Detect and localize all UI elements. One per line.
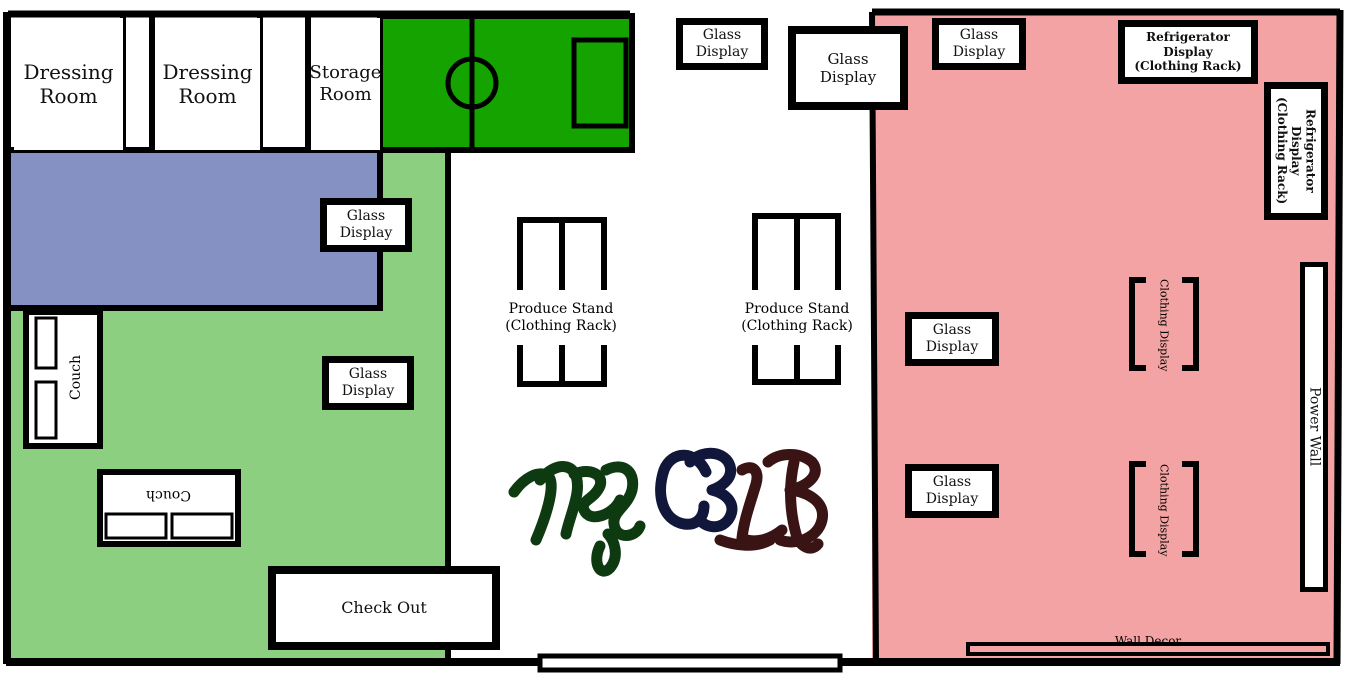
wall-decor-label: Wall Decor bbox=[1114, 633, 1182, 648]
produce-stand-right-shape bbox=[752, 213, 841, 385]
refrigerator-display-top-label: Refrigerator Display (Clothing Rack) bbox=[1134, 30, 1242, 74]
clothing-display-2: Clothing Display bbox=[1148, 463, 1180, 557]
wall-decor: Wall Decor bbox=[1088, 632, 1208, 650]
logo-letters-brown bbox=[714, 449, 828, 554]
storage-room: Storage Room bbox=[309, 18, 382, 150]
glass-display-top-3: Glass Display bbox=[932, 18, 1026, 70]
glass-display-top-2: Glass Display bbox=[788, 26, 908, 110]
clothing-display-2-label: Clothing Display bbox=[1157, 463, 1171, 557]
clothing-display-1: Clothing Display bbox=[1148, 279, 1180, 372]
logo-letters-green bbox=[508, 460, 646, 577]
produce-stand-left: Produce Stand (Clothing Rack) bbox=[494, 296, 628, 340]
glass-display-pink-1-label: Glass Display bbox=[925, 322, 979, 355]
refrigerator-display-top: Refrigerator Display (Clothing Rack) bbox=[1118, 20, 1258, 84]
glass-display-pink-1: Glass Display bbox=[905, 312, 999, 366]
blue-zone bbox=[8, 150, 382, 310]
power-wall-label: Power Wall bbox=[1306, 387, 1323, 467]
couch-bottom-shape bbox=[97, 469, 241, 547]
produce-stand-left-shape bbox=[517, 217, 607, 387]
glass-display-top-1-label: Glass Display bbox=[695, 27, 749, 60]
dressing-room-1: Dressing Room bbox=[14, 18, 123, 150]
glass-display-pink-2: Glass Display bbox=[905, 464, 999, 518]
refrigerator-display-side-label: Refrigerator Display (Clothing Rack) bbox=[1274, 97, 1318, 205]
produce-stand-left-label: Produce Stand (Clothing Rack) bbox=[505, 301, 617, 334]
check-out-counter: Check Out bbox=[268, 566, 500, 650]
glass-display-pink-2-label: Glass Display bbox=[925, 474, 979, 507]
logo-letters-navy bbox=[655, 447, 738, 533]
clothing-display-1-label: Clothing Display bbox=[1157, 278, 1171, 372]
couch-left-shape bbox=[23, 309, 103, 449]
wall-decor-shape bbox=[966, 642, 1330, 656]
glass-display-blue-zone-label: Glass Display bbox=[339, 208, 393, 241]
dressing-room-2-label: Dressing Room bbox=[162, 60, 253, 108]
dressing-room-2: Dressing Room bbox=[155, 18, 260, 150]
produce-stand-right-label: Produce Stand (Clothing Rack) bbox=[741, 301, 853, 334]
glass-display-top-1: Glass Display bbox=[676, 18, 768, 70]
refrigerator-display-side: Refrigerator Display (Clothing Rack) bbox=[1264, 82, 1328, 220]
glass-display-green-zone: Glass Display bbox=[322, 356, 414, 410]
glass-display-top-2-label: Glass Display bbox=[819, 50, 877, 86]
glass-display-top-3-label: Glass Display bbox=[952, 27, 1006, 60]
clothing-display-2-shape bbox=[1129, 461, 1199, 557]
clothing-display-1-shape bbox=[1129, 277, 1199, 371]
check-out-label: Check Out bbox=[341, 598, 427, 618]
glass-display-blue-zone: Glass Display bbox=[320, 198, 412, 252]
produce-stand-right: Produce Stand (Clothing Rack) bbox=[730, 296, 864, 340]
power-wall: Power Wall bbox=[1300, 262, 1328, 592]
dressing-room-1-label: Dressing Room bbox=[23, 60, 114, 108]
storage-room-label: Storage Room bbox=[309, 62, 382, 105]
glass-display-green-zone-label: Glass Display bbox=[341, 366, 395, 399]
